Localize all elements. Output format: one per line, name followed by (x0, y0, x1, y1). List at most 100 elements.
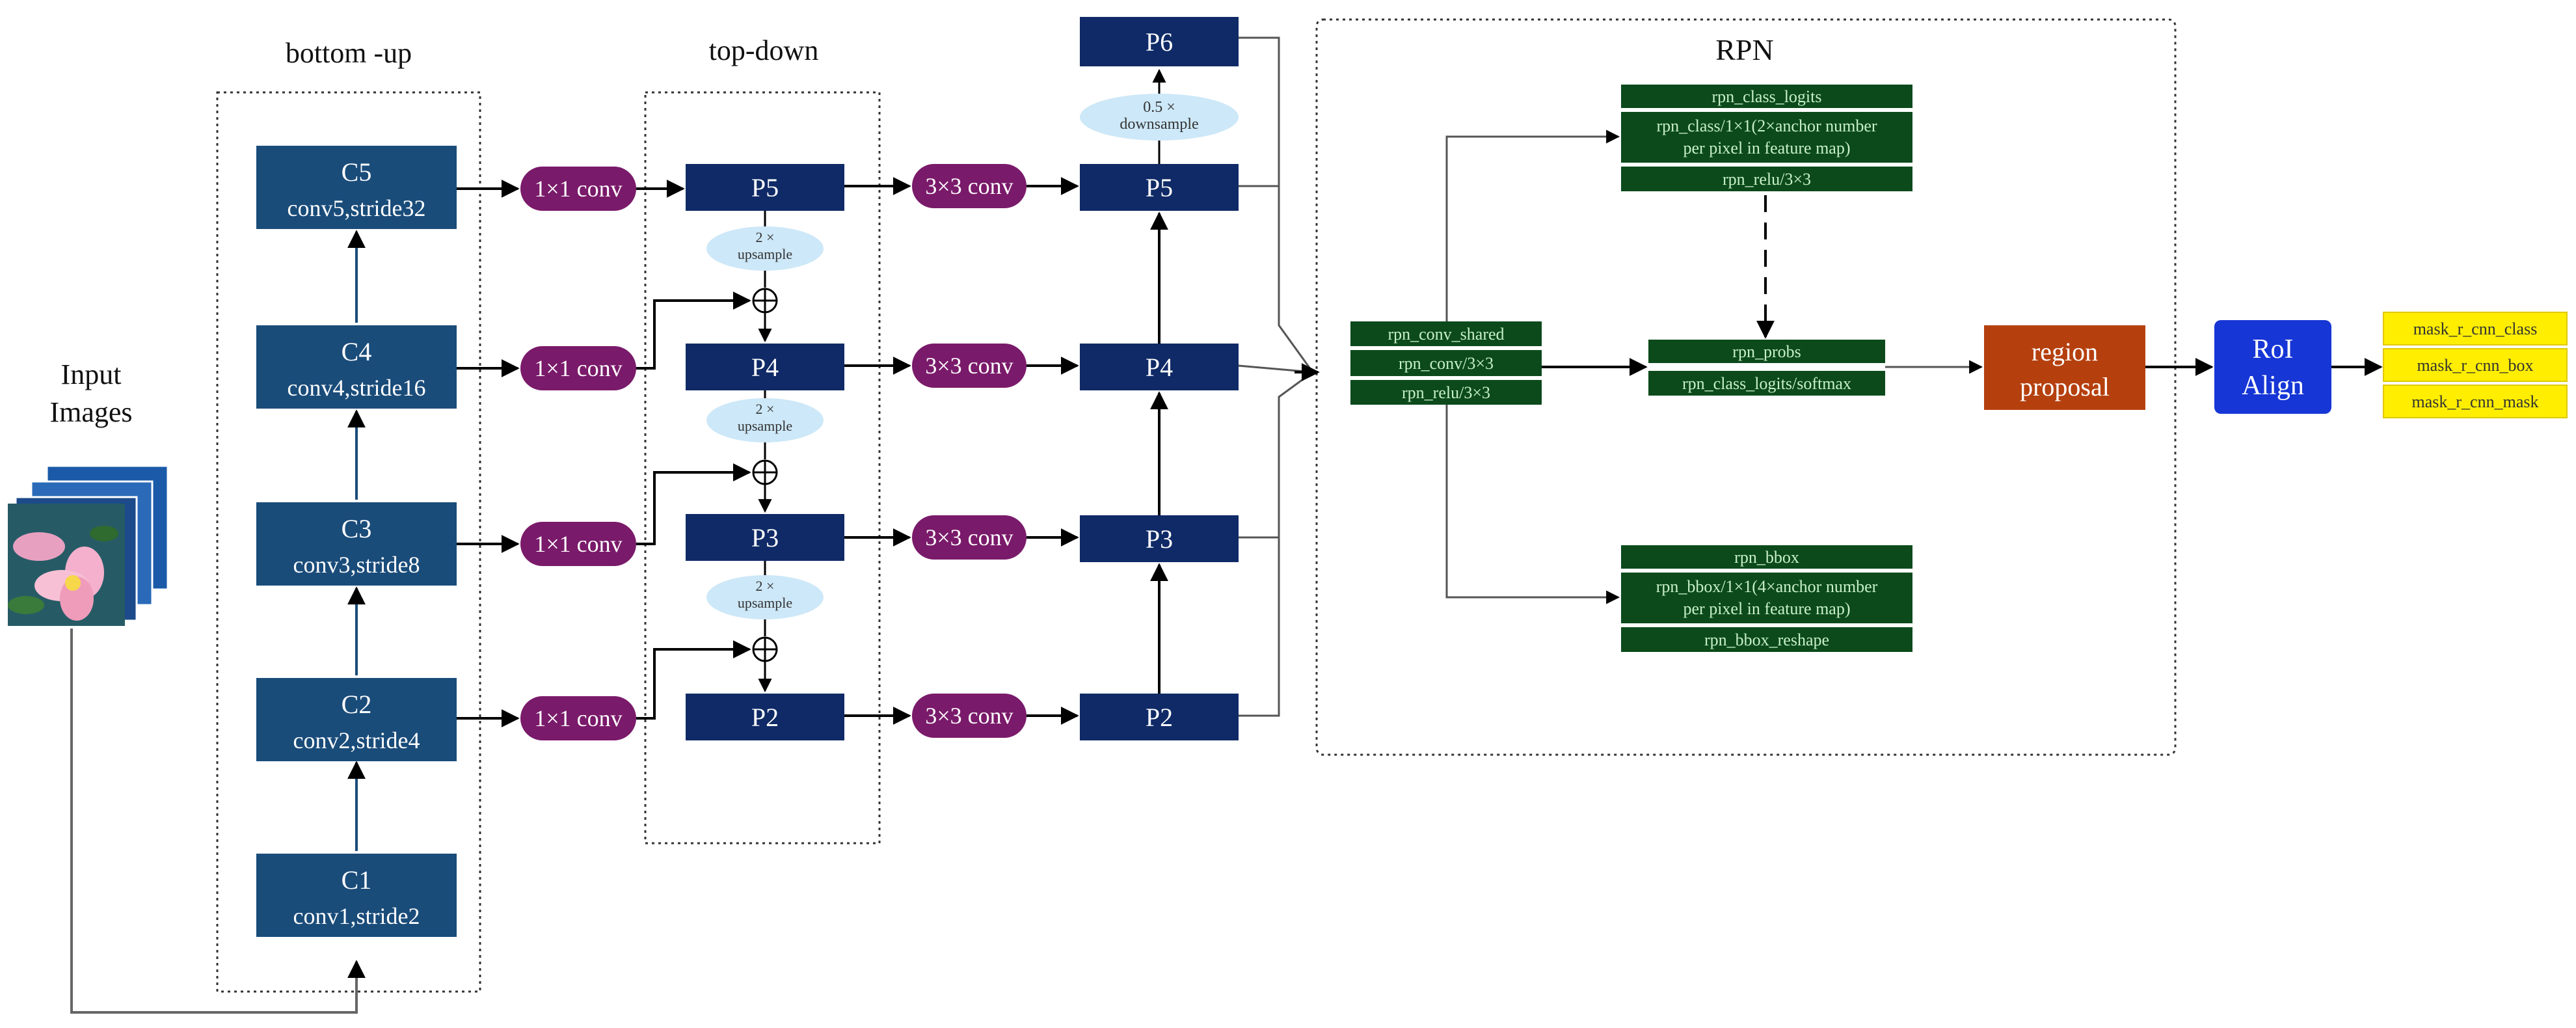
rpn-shared-line1: rpn_conv_shared (1388, 325, 1504, 344)
out-p4-block: P4 (1080, 344, 1239, 390)
c2-name: C2 (342, 690, 372, 719)
bottom-up-title: bottom -up (286, 37, 412, 69)
out-p2-block: P2 (1080, 694, 1239, 740)
smooth-conv-p3-label: 3×3 conv (925, 524, 1013, 550)
rpn-bbox-line2: rpn_bbox/1×1(4×anchor number (1656, 577, 1878, 596)
lateral-conv-c2-label: 1×1 conv (534, 705, 622, 731)
region-proposal-line2: proposal (2020, 372, 2110, 401)
lateral-conv-c5: 1×1 conv (520, 167, 636, 211)
rpn-probs-line1: rpn_probs (1732, 342, 1801, 361)
upsample-p3-to-p2: 2 × upsample (706, 561, 824, 693)
upsample-2-line1: 2 × (756, 401, 775, 417)
c5-name: C5 (342, 157, 372, 187)
c4-detail: conv4,stride16 (288, 375, 426, 401)
rpn-class-block: rpn_class_logits rpn_class/1×1(2×anchor … (1621, 85, 1912, 191)
c4-block: C4 conv4,stride16 (256, 325, 457, 409)
out-p5-label: P5 (1146, 173, 1173, 202)
top-down-title: top-down (709, 34, 819, 66)
rpn-probs-line2: rpn_class_logits/softmax (1682, 374, 1851, 393)
rpn-shared-line3: rpn_relu/3×3 (1402, 383, 1490, 402)
out-p6-label: P6 (1146, 27, 1173, 57)
c1-detail: conv1,stride2 (293, 903, 420, 929)
td-p5-block: P5 (686, 164, 844, 211)
c3-name: C3 (342, 514, 372, 543)
smooth-conv-p5-label: 3×3 conv (925, 173, 1013, 199)
c4-name: C4 (342, 337, 372, 366)
head-mask-box (2383, 385, 2568, 418)
lateral-c2-to-merge-arrow (636, 640, 751, 720)
head-box-label: mask_r_cnn_box (2417, 356, 2533, 375)
roi-align-line2: Align (2242, 371, 2304, 401)
out-p5-block: P5 (1080, 164, 1239, 211)
td-p2-label: P2 (751, 703, 779, 732)
lateral-conv-c2: 1×1 conv (520, 696, 636, 740)
smooth-conv-p5: 3×3 conv (912, 164, 1026, 208)
input-image-stack (8, 465, 169, 626)
rpn-bbox-line1: rpn_bbox (1734, 548, 1799, 567)
rpn-probs-block: rpn_probs rpn_class_logits/softmax (1648, 340, 1885, 396)
upsample-3-line1: 2 × (756, 578, 775, 594)
bottom-up-frame (216, 91, 481, 993)
c2-detail: conv2,stride4 (293, 727, 420, 753)
rpn-class-line4: rpn_relu/3×3 (1723, 170, 1811, 189)
c3-block: C3 conv3,stride8 (256, 502, 457, 586)
lateral-conv-c4-label: 1×1 conv (534, 355, 622, 381)
upsample-p5-to-p4: 2 × upsample (706, 211, 824, 343)
td-p3-block: P3 (686, 514, 844, 561)
region-proposal-line1: region (2032, 337, 2098, 366)
lateral-conv-c4: 1×1 conv (520, 346, 636, 390)
rpn-class-line1: rpn_class_logits (1712, 87, 1822, 106)
lateral-c3-to-merge-arrow (636, 463, 751, 545)
input-label-line1: Input (61, 358, 122, 390)
c5-block: C5 conv5,stride32 (256, 146, 457, 229)
upsample-3-line2: upsample (738, 595, 792, 611)
smooth-conv-p4: 3×3 conv (912, 344, 1026, 388)
td-p4-block: P4 (686, 344, 844, 390)
rpn-shared-to-class-arrow (1445, 129, 1620, 321)
head-class-label: mask_r_cnn_class (2413, 319, 2538, 338)
smooth-conv-p2: 3×3 conv (912, 694, 1026, 738)
lateral-conv-c3: 1×1 conv (520, 522, 636, 566)
input-to-c1-line (70, 629, 366, 1014)
rpn-bbox-line3: per pixel in feature map) (1684, 599, 1851, 618)
smooth-conv-p2-label: 3×3 conv (925, 703, 1013, 729)
head-mask-label: mask_r_cnn_mask (2412, 392, 2539, 411)
region-proposal-block: region proposal (1984, 325, 2145, 410)
downsample-line1: 0.5 × (1143, 99, 1175, 116)
out-p3-label: P3 (1146, 524, 1173, 554)
upsample-2-line2: upsample (738, 418, 792, 434)
rpn-class-line2: rpn_class/1×1(2×anchor number (1656, 116, 1877, 135)
c2-block: C2 conv2,stride4 (256, 678, 457, 761)
output-heads: mask_r_cnn_class mask_r_cnn_box mask_r_c… (2383, 312, 2568, 418)
downsample-p5-to-p6: 0.5 × downsample (1080, 94, 1239, 141)
rpn-bbox-block: rpn_bbox rpn_bbox/1×1(4×anchor number pe… (1621, 545, 1912, 652)
roi-align-line1: RoI (2253, 334, 2294, 364)
rpn-shared-line2: rpn_conv/3×3 (1399, 354, 1494, 373)
c5-detail: conv5,stride32 (288, 195, 426, 221)
top-down-frame (644, 91, 881, 845)
td-p5-label: P5 (751, 173, 779, 202)
upsample-1-line2: upsample (738, 246, 792, 262)
smooth-conv-p3: 3×3 conv (912, 515, 1026, 560)
lateral-c4-to-merge-arrow (636, 291, 751, 370)
c1-name: C1 (342, 865, 372, 895)
c3-detail: conv3,stride8 (293, 552, 420, 578)
td-p3-label: P3 (751, 523, 779, 552)
rpn-frame (1315, 18, 2177, 756)
roi-align-block: RoI Align (2214, 320, 2331, 414)
lateral-conv-c3-label: 1×1 conv (534, 531, 622, 557)
rpn-title: RPN (1715, 33, 1773, 66)
rpn-class-line3: per pixel in feature map) (1684, 139, 1851, 157)
out-p2-label: P2 (1146, 703, 1173, 732)
rpn-shared-to-bbox-arrow (1445, 405, 1620, 604)
td-p4-label: P4 (751, 353, 779, 382)
head-box-box (2383, 348, 2568, 382)
out-p6-block: P6 (1080, 17, 1239, 66)
lateral-conv-c5-label: 1×1 conv (534, 176, 622, 202)
rpn-shared-block: rpn_conv_shared rpn_conv/3×3 rpn_relu/3×… (1350, 321, 1542, 405)
head-class-box (2383, 312, 2568, 345)
pyramid-to-rpn-connectors (1238, 36, 1314, 717)
upsample-p4-to-p3: 2 × upsample (706, 390, 824, 513)
smooth-conv-p4-label: 3×3 conv (925, 353, 1013, 379)
